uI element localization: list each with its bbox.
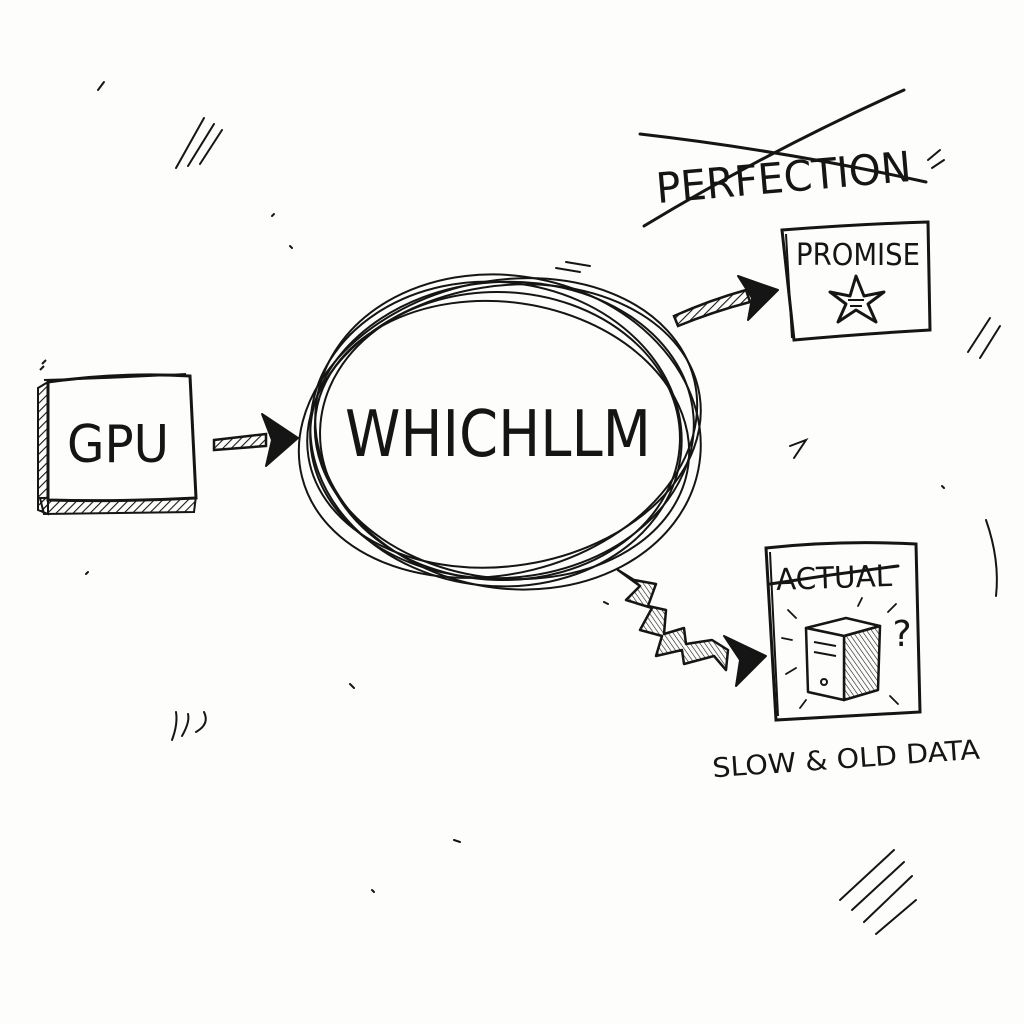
- whichllm-label: WHICHLLM: [345, 398, 651, 472]
- radiating-lines: [781, 597, 899, 709]
- whichllm-node: WHICHLLM: [297, 273, 702, 591]
- actual-node: ACTUAL ?: [764, 541, 922, 722]
- perfection-strike-line: [638, 132, 928, 184]
- actual-strike-line: [768, 564, 900, 586]
- slow-old-data-caption: SLOW & OLD DATA: [711, 735, 981, 785]
- scribble-circle: [297, 273, 702, 591]
- star-icon: [828, 274, 886, 324]
- perfection-label: PERFECTION: [654, 142, 913, 213]
- promise-label: PROMISE: [796, 238, 920, 273]
- gpu-node: GPU: [37, 359, 198, 516]
- question-mark: ?: [892, 614, 911, 655]
- perfection-node: PERFECTION: [638, 88, 928, 228]
- gpu-label: GPU: [67, 415, 169, 475]
- perfection-strike-line-2: [642, 88, 906, 228]
- decorative-marks: [85, 81, 1001, 935]
- promise-node: PROMISE: [780, 220, 932, 342]
- server-tower-icon: [804, 616, 882, 702]
- zigzag-arrow-whichllm-to-actual: [616, 568, 767, 687]
- arrow-whichllm-to-promise: [672, 275, 779, 328]
- arrow-gpu-to-whichllm: [212, 413, 299, 467]
- actual-label: ACTUAL: [775, 559, 892, 598]
